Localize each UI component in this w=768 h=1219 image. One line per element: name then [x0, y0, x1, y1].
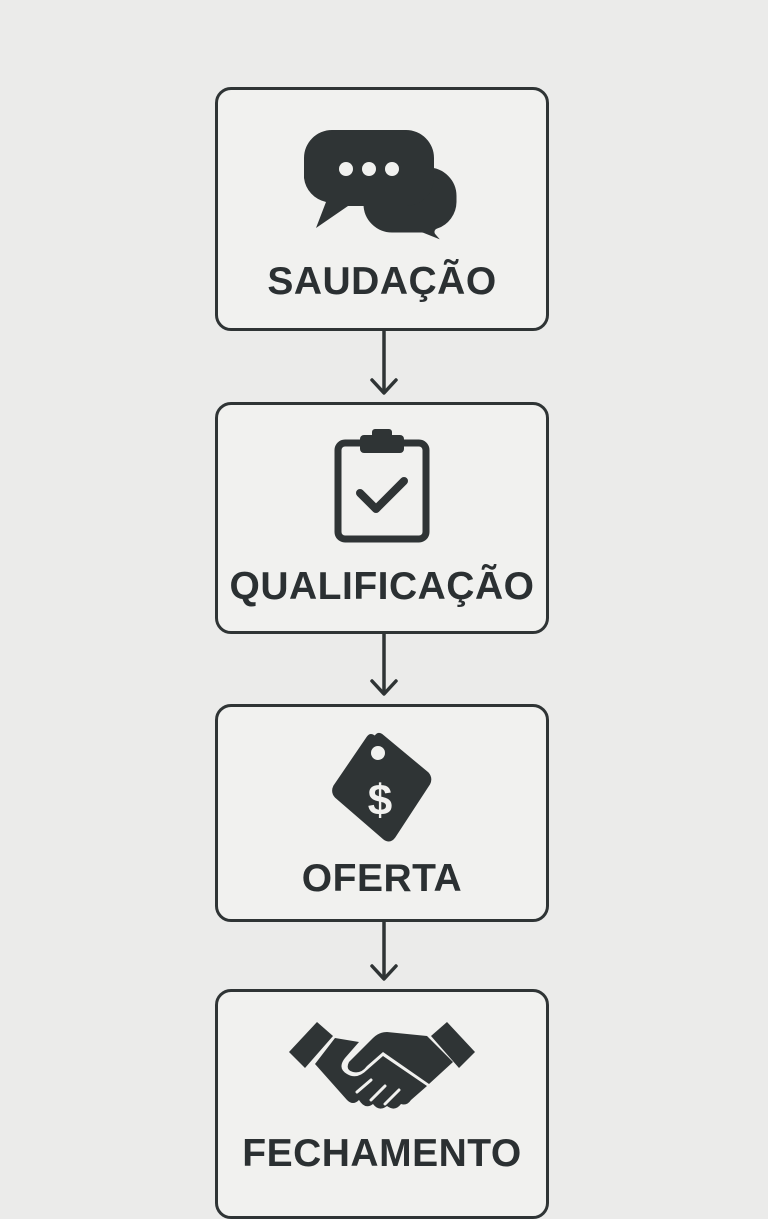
step-box-oferta: $ OFERTA: [215, 704, 549, 922]
step-box-qualificacao: QUALIFICAÇÃO: [215, 402, 549, 634]
step-label: SAUDAÇÃO: [267, 260, 497, 303]
step-box-fechamento: FECHAMENTO: [215, 989, 549, 1219]
step-label: QUALIFICAÇÃO: [229, 565, 535, 608]
arrow-down-icon: [370, 921, 398, 981]
handshake-icon: [289, 1022, 475, 1109]
chat-bubbles-icon: [304, 130, 464, 244]
step-label: OFERTA: [301, 857, 463, 900]
arrow-down-icon: [370, 330, 398, 395]
sales-funnel-flowchart: SAUDAÇÃO QUALIFICAÇÃO $ OFERTA: [215, 87, 549, 1219]
arrow-down-icon: [370, 633, 398, 696]
step-box-saudacao: SAUDAÇÃO: [215, 87, 549, 331]
clipboard-check-icon: [334, 429, 430, 543]
step-label: FECHAMENTO: [242, 1132, 522, 1175]
svg-text:$: $: [368, 776, 392, 825]
price-tag-dollar-icon: $: [332, 732, 432, 842]
